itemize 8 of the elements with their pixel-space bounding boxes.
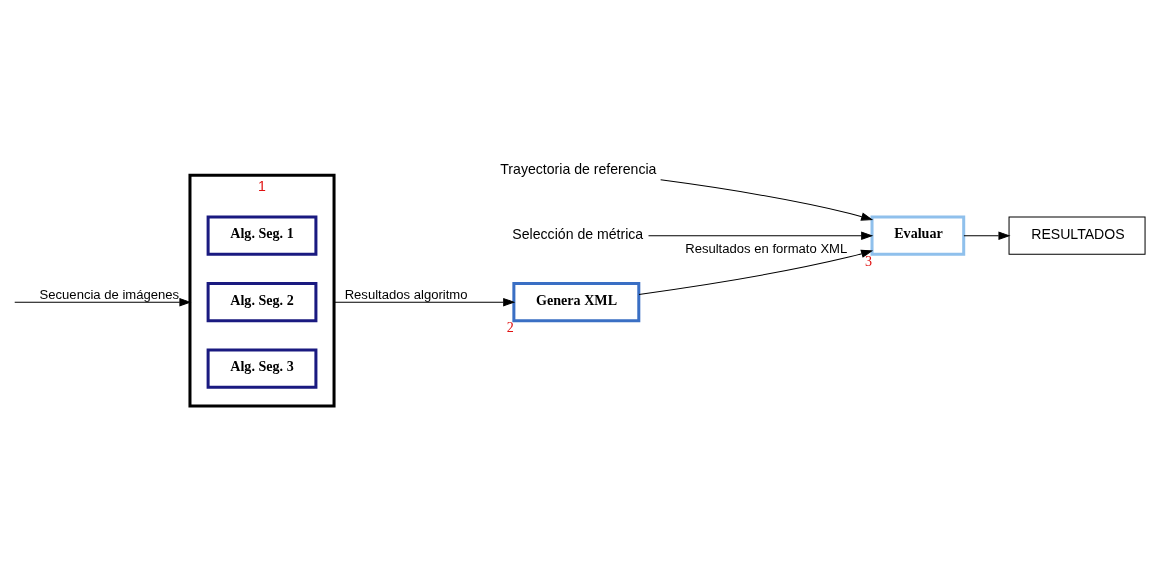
node-label: 3: [864, 252, 873, 269]
edge-label: Resultados en formato XML: [685, 240, 848, 256]
node-text: Selección de métrica: [512, 225, 644, 242]
node-label: 1: [257, 177, 266, 194]
node-text: Trayectoria de referencia: [500, 160, 657, 177]
node-label: 2: [506, 318, 514, 335]
edge-label: Secuencia de imágenes: [39, 286, 180, 302]
edge-label: Resultados algoritmo: [344, 286, 468, 302]
